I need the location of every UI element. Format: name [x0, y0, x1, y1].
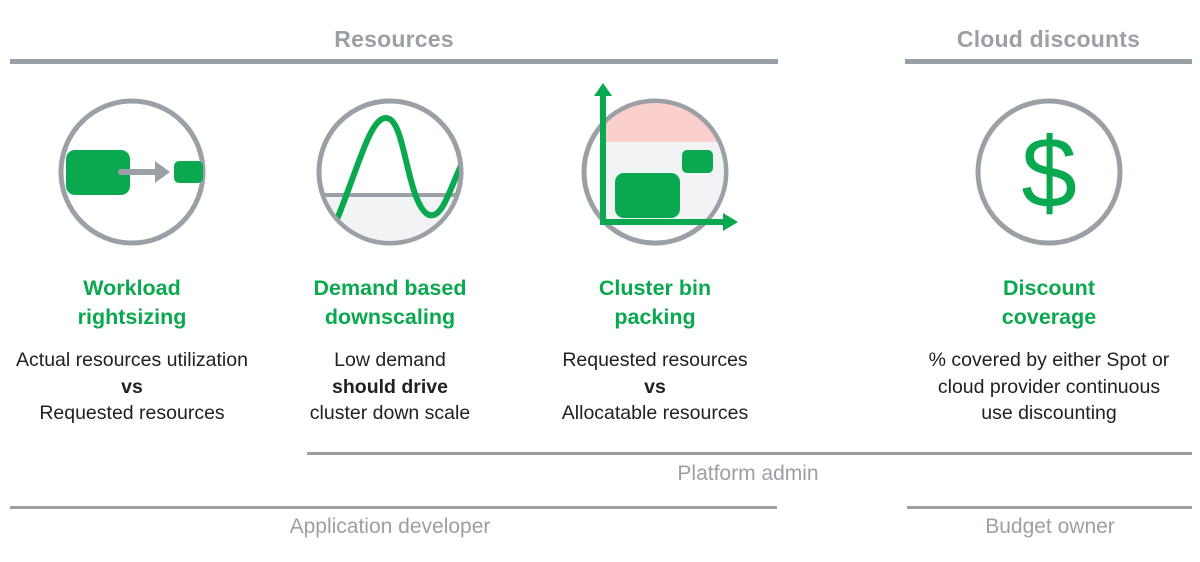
budget-owner-line — [907, 506, 1192, 509]
column-description: Low demand should drive cluster down sca… — [250, 347, 530, 427]
column-title: Discount coverage — [909, 274, 1189, 332]
title-line1: Demand based — [313, 276, 467, 300]
title-line2: coverage — [1001, 305, 1097, 329]
column-title: Demand based downscaling — [250, 274, 530, 332]
desc-line3: use discounting — [981, 402, 1117, 424]
desc-line1: Requested resources — [562, 349, 748, 371]
column-description: % covered by either Spot or cloud provid… — [909, 347, 1189, 427]
column-cluster-bin-packing: Cluster bin packing Requested resources … — [515, 0, 795, 440]
column-workload-rightsizing: Workload rightsizing Actual resources ut… — [0, 0, 272, 440]
desc-line2: should drive — [332, 375, 448, 398]
desc-line1: % covered by either Spot or — [928, 349, 1170, 371]
application-developer-line — [10, 506, 777, 509]
bin-packing-chart-icon — [566, 83, 744, 266]
dollar-icon: $ — [960, 83, 1138, 266]
dollar-glyph: $ — [1021, 117, 1077, 229]
title-line2: downscaling — [324, 305, 456, 329]
rightsizing-icon — [43, 83, 221, 266]
desc-line3: Requested resources — [39, 402, 225, 424]
column-discount-coverage: $ Discount coverage % covered by either … — [909, 0, 1189, 440]
desc-line2: cloud provider continuous — [937, 375, 1161, 398]
demand-wave-icon — [301, 83, 479, 266]
title-line1: Workload — [83, 276, 181, 300]
desc-line2: vs — [644, 375, 666, 398]
column-description: Requested resources vs Allocatable resou… — [515, 347, 795, 427]
resources-underline — [10, 59, 778, 64]
desc-line1: Actual resources utilization — [16, 349, 248, 371]
resources-section-header: Resources — [334, 26, 454, 52]
cloud-discounts-section-header: Cloud discounts — [956, 26, 1141, 52]
column-description: Actual resources utilization vs Requeste… — [0, 347, 272, 427]
title-line1: Discount — [1003, 276, 1095, 300]
desc-line2: vs — [121, 375, 143, 398]
desc-line1: Low demand — [334, 349, 446, 371]
cloud-discounts-underline — [905, 59, 1192, 64]
application-developer-label: Application developer — [289, 515, 491, 538]
desc-line3: Allocatable resources — [561, 402, 749, 424]
desc-line3: cluster down scale — [309, 402, 471, 424]
column-title: Workload rightsizing — [0, 274, 272, 332]
column-demand-downscaling: Demand based downscaling Low demand shou… — [250, 0, 530, 440]
title-line2: packing — [614, 305, 696, 329]
title-line1: Cluster bin — [598, 276, 712, 300]
title-line2: rightsizing — [77, 305, 187, 329]
column-title: Cluster bin packing — [515, 274, 795, 332]
budget-owner-label: Budget owner — [985, 515, 1115, 538]
platform-admin-line — [307, 452, 1192, 455]
platform-admin-label: Platform admin — [677, 462, 819, 485]
